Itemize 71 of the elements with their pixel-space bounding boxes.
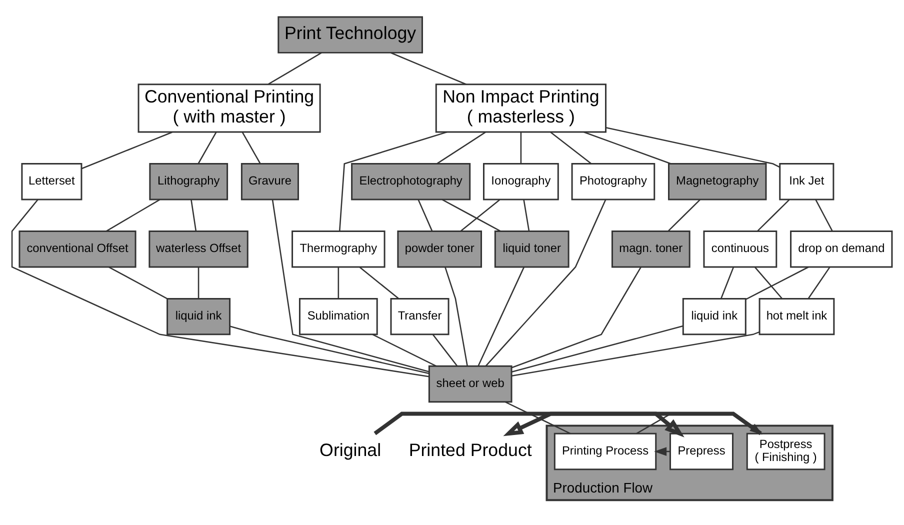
connector xyxy=(106,199,160,232)
node-box: Printing Process xyxy=(554,432,657,470)
connector xyxy=(190,200,197,231)
node-text: Printed Product xyxy=(408,440,532,460)
node-box: hot melt ink xyxy=(758,298,835,336)
node-box: conventional Offset xyxy=(18,230,136,268)
connector xyxy=(372,334,436,367)
connector xyxy=(436,132,486,164)
arrow xyxy=(374,412,684,438)
connector xyxy=(198,132,217,164)
connector xyxy=(746,266,809,300)
connector xyxy=(754,266,782,299)
connector xyxy=(418,200,433,232)
node-box: Prepress xyxy=(670,432,734,470)
node-box: Conventional Printing ( with master ) xyxy=(138,84,321,133)
node-box: continuous xyxy=(703,230,778,268)
connector xyxy=(512,266,642,368)
connector xyxy=(523,200,530,231)
connector xyxy=(442,199,501,232)
connector xyxy=(230,326,430,374)
node-box: Gravure xyxy=(240,163,299,200)
connector xyxy=(444,266,468,366)
node-text: Original xyxy=(320,440,382,460)
node-box: magn. toner xyxy=(611,230,690,268)
connector xyxy=(338,131,448,232)
connector xyxy=(268,52,322,85)
connector xyxy=(432,334,458,366)
node-box: Sublimation xyxy=(298,298,378,336)
node-box: waterless Offset xyxy=(148,230,248,268)
connector xyxy=(520,132,522,164)
node-box: powder toner xyxy=(397,230,482,268)
node-box: drop on demand xyxy=(790,230,893,268)
node-box: Non Impact Printing ( masterless ) xyxy=(435,84,606,133)
connector xyxy=(198,267,200,298)
connector xyxy=(668,199,700,232)
connector xyxy=(359,266,399,299)
node-box: liquid ink xyxy=(682,298,746,336)
connector xyxy=(550,132,592,164)
node-box: liquid toner xyxy=(494,230,570,268)
connector xyxy=(390,52,467,85)
node-box: Thermography xyxy=(292,230,386,268)
node-box: Magnetography xyxy=(668,163,767,200)
connector xyxy=(606,126,780,168)
node-box: Ink Jet xyxy=(779,163,834,200)
connector xyxy=(478,266,525,366)
connector xyxy=(808,266,830,299)
node-box: Ionography xyxy=(483,163,559,200)
node-box: Print Technology xyxy=(278,16,423,54)
node-box: sheet or web xyxy=(428,365,512,403)
connector xyxy=(108,266,168,300)
connector xyxy=(720,267,734,298)
connector xyxy=(512,325,684,373)
connector xyxy=(338,267,340,298)
node-box: Letterset xyxy=(21,163,82,200)
connector xyxy=(584,132,672,164)
node-box: Electrophotography xyxy=(351,163,471,200)
node-box: liquid ink xyxy=(166,298,231,336)
connector xyxy=(815,200,833,232)
connector xyxy=(757,199,790,232)
connector xyxy=(460,199,500,232)
connector xyxy=(11,199,430,378)
node-box: Transfer xyxy=(390,298,450,336)
connector xyxy=(485,199,606,367)
connector xyxy=(242,132,261,164)
node-box: Photography xyxy=(571,163,656,200)
node-box: Lithography xyxy=(149,163,228,200)
node-box: Postpress ( Finishing ) xyxy=(746,432,826,470)
connector xyxy=(512,331,760,377)
connector xyxy=(505,401,571,434)
connector xyxy=(82,132,172,170)
connector xyxy=(272,200,430,372)
